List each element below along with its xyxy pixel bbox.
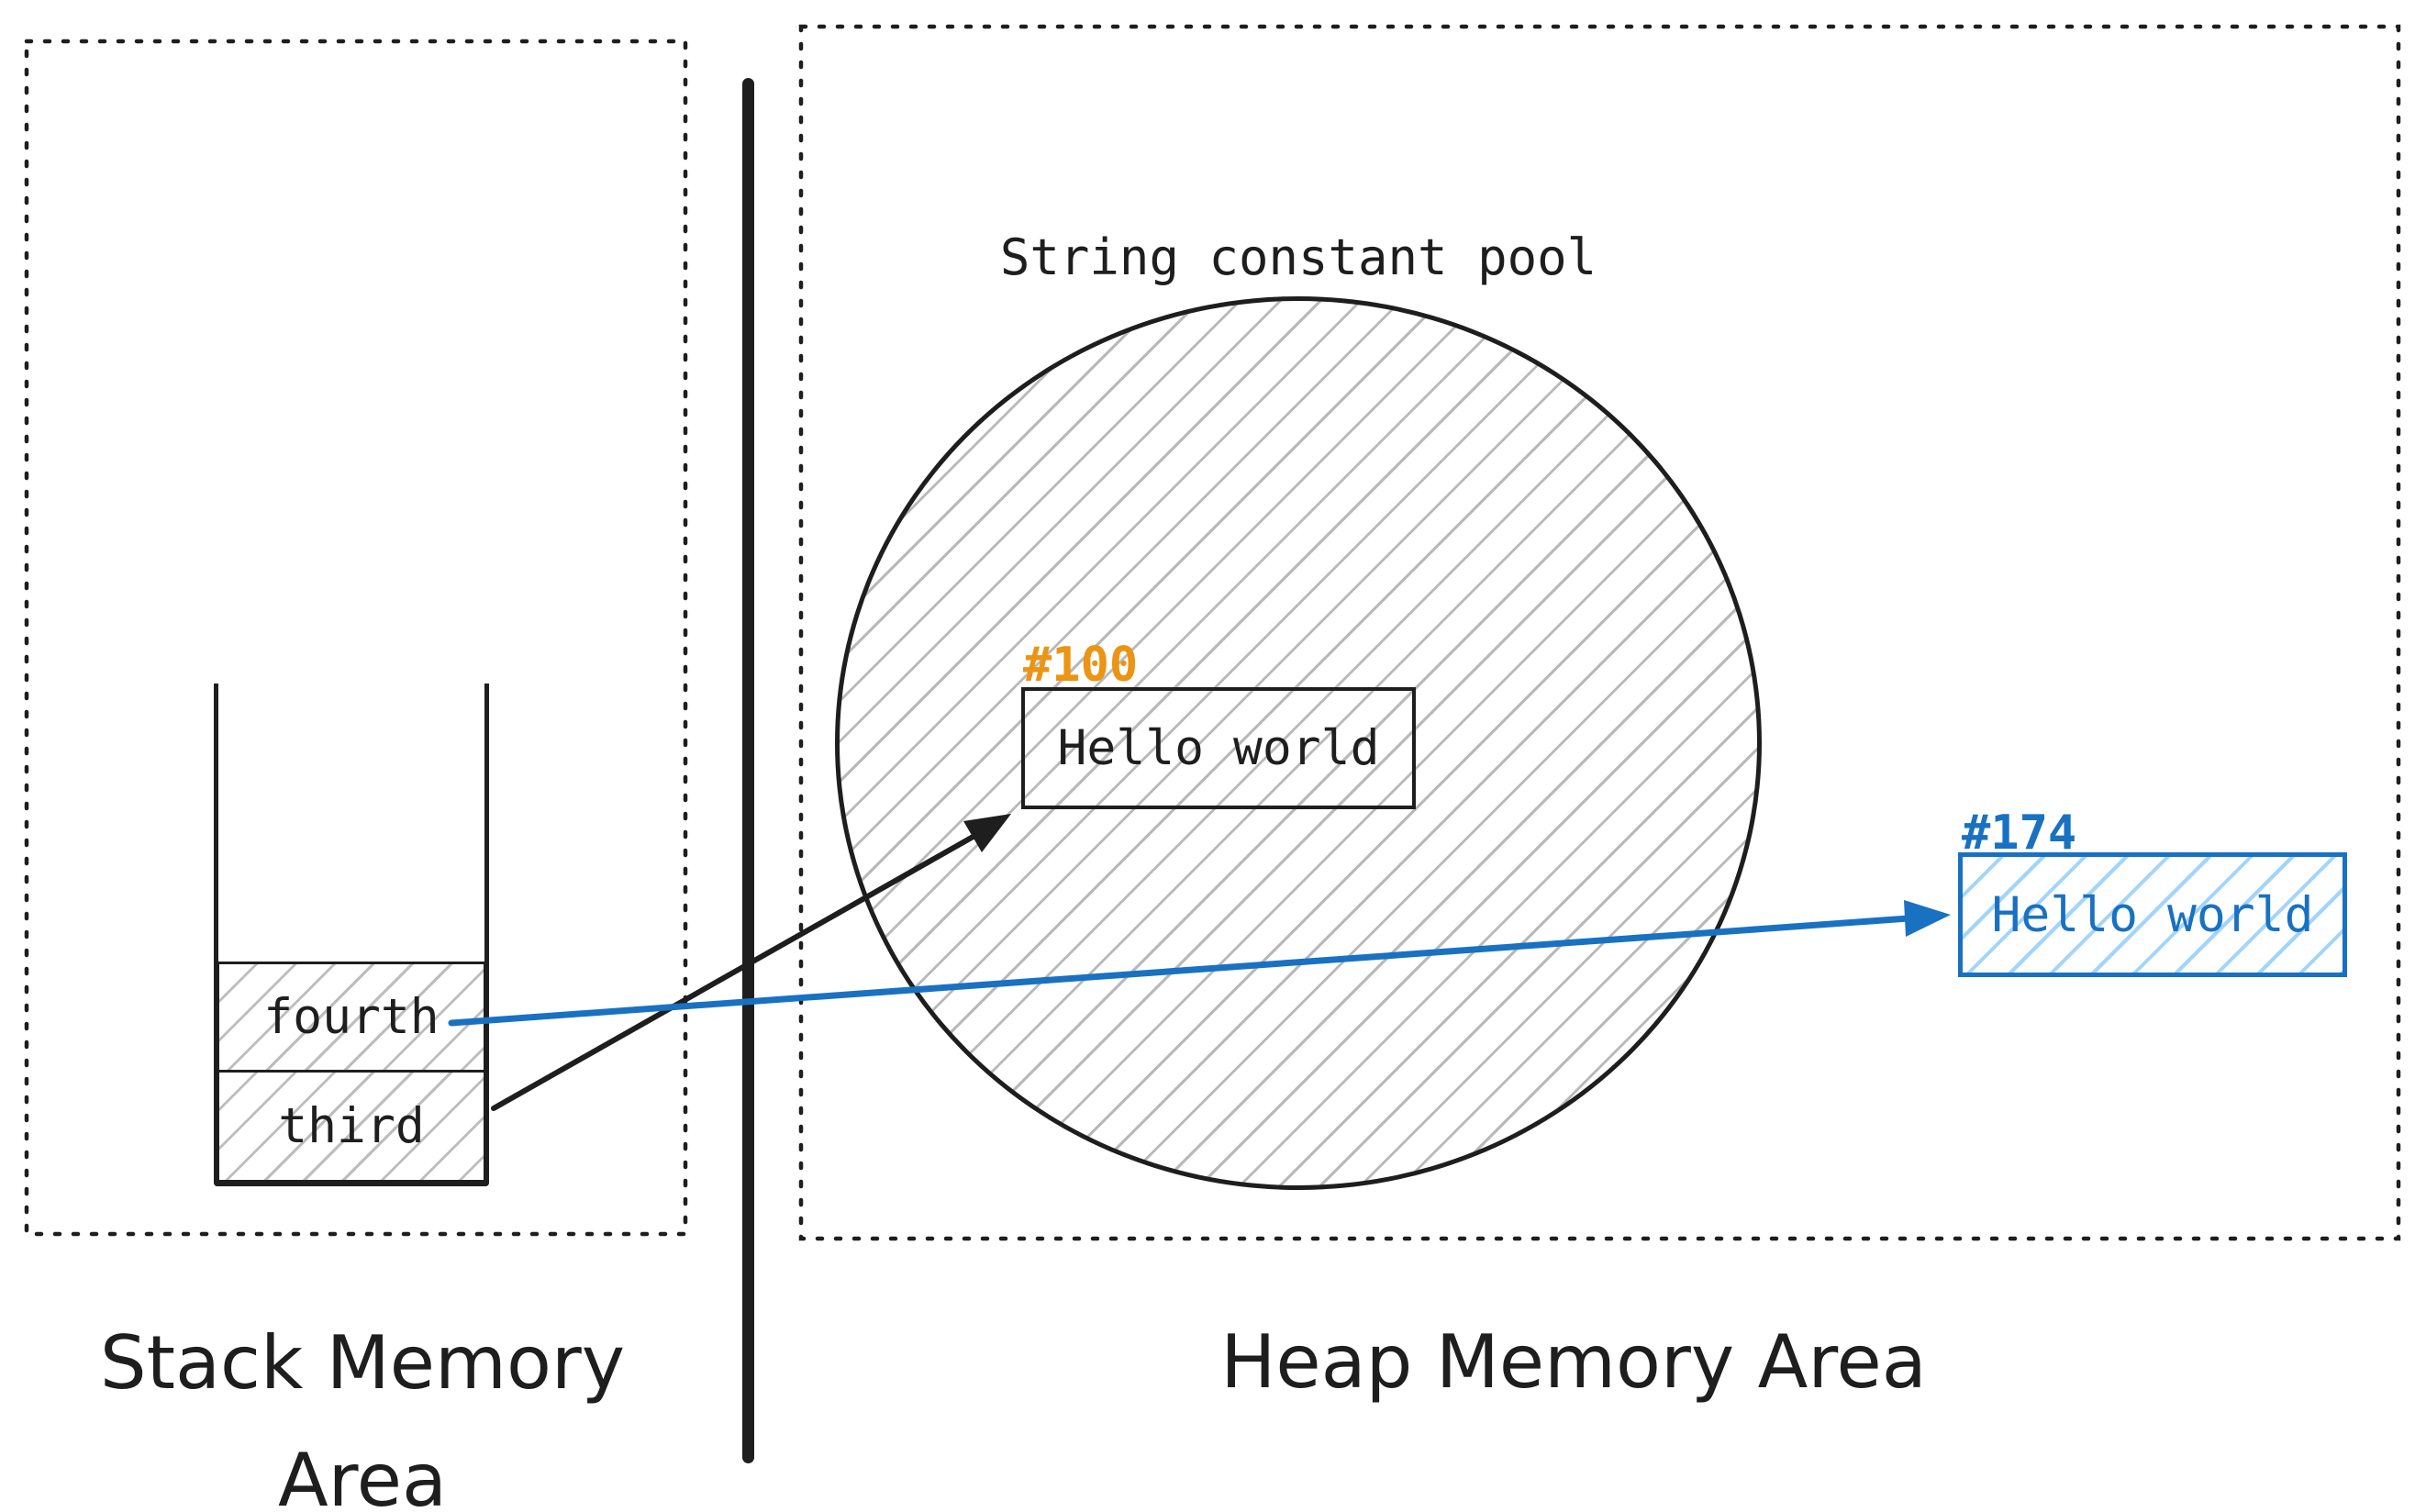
heap-memory-area-caption: Heap Memory Area <box>1220 1319 1927 1405</box>
string-constant-pool-title: String constant pool <box>999 228 1597 286</box>
stack-cell-fourth-label: fourth <box>263 989 440 1045</box>
stack-memory-area-caption: Stack Memory Area <box>99 1320 626 1512</box>
arrowhead-blue <box>1904 900 1951 937</box>
pool-string-object-value: Hello world <box>1057 720 1380 776</box>
heap-string-object: Hello world <box>1958 852 2347 977</box>
heap-string-object-value: Hello world <box>1991 886 2314 943</box>
stack-cell-third-label: third <box>278 1098 425 1154</box>
stack-heap-divider-line <box>742 78 754 1463</box>
heap-object-address: #174 <box>1962 806 2077 861</box>
stack-cell-third: third <box>217 1070 486 1183</box>
stack-cell-fourth: fourth <box>217 962 486 1073</box>
pool-object-address: #100 <box>1023 638 1139 693</box>
pool-string-object: Hello world <box>1021 687 1416 809</box>
string-constant-pool-circle <box>835 296 1762 1190</box>
